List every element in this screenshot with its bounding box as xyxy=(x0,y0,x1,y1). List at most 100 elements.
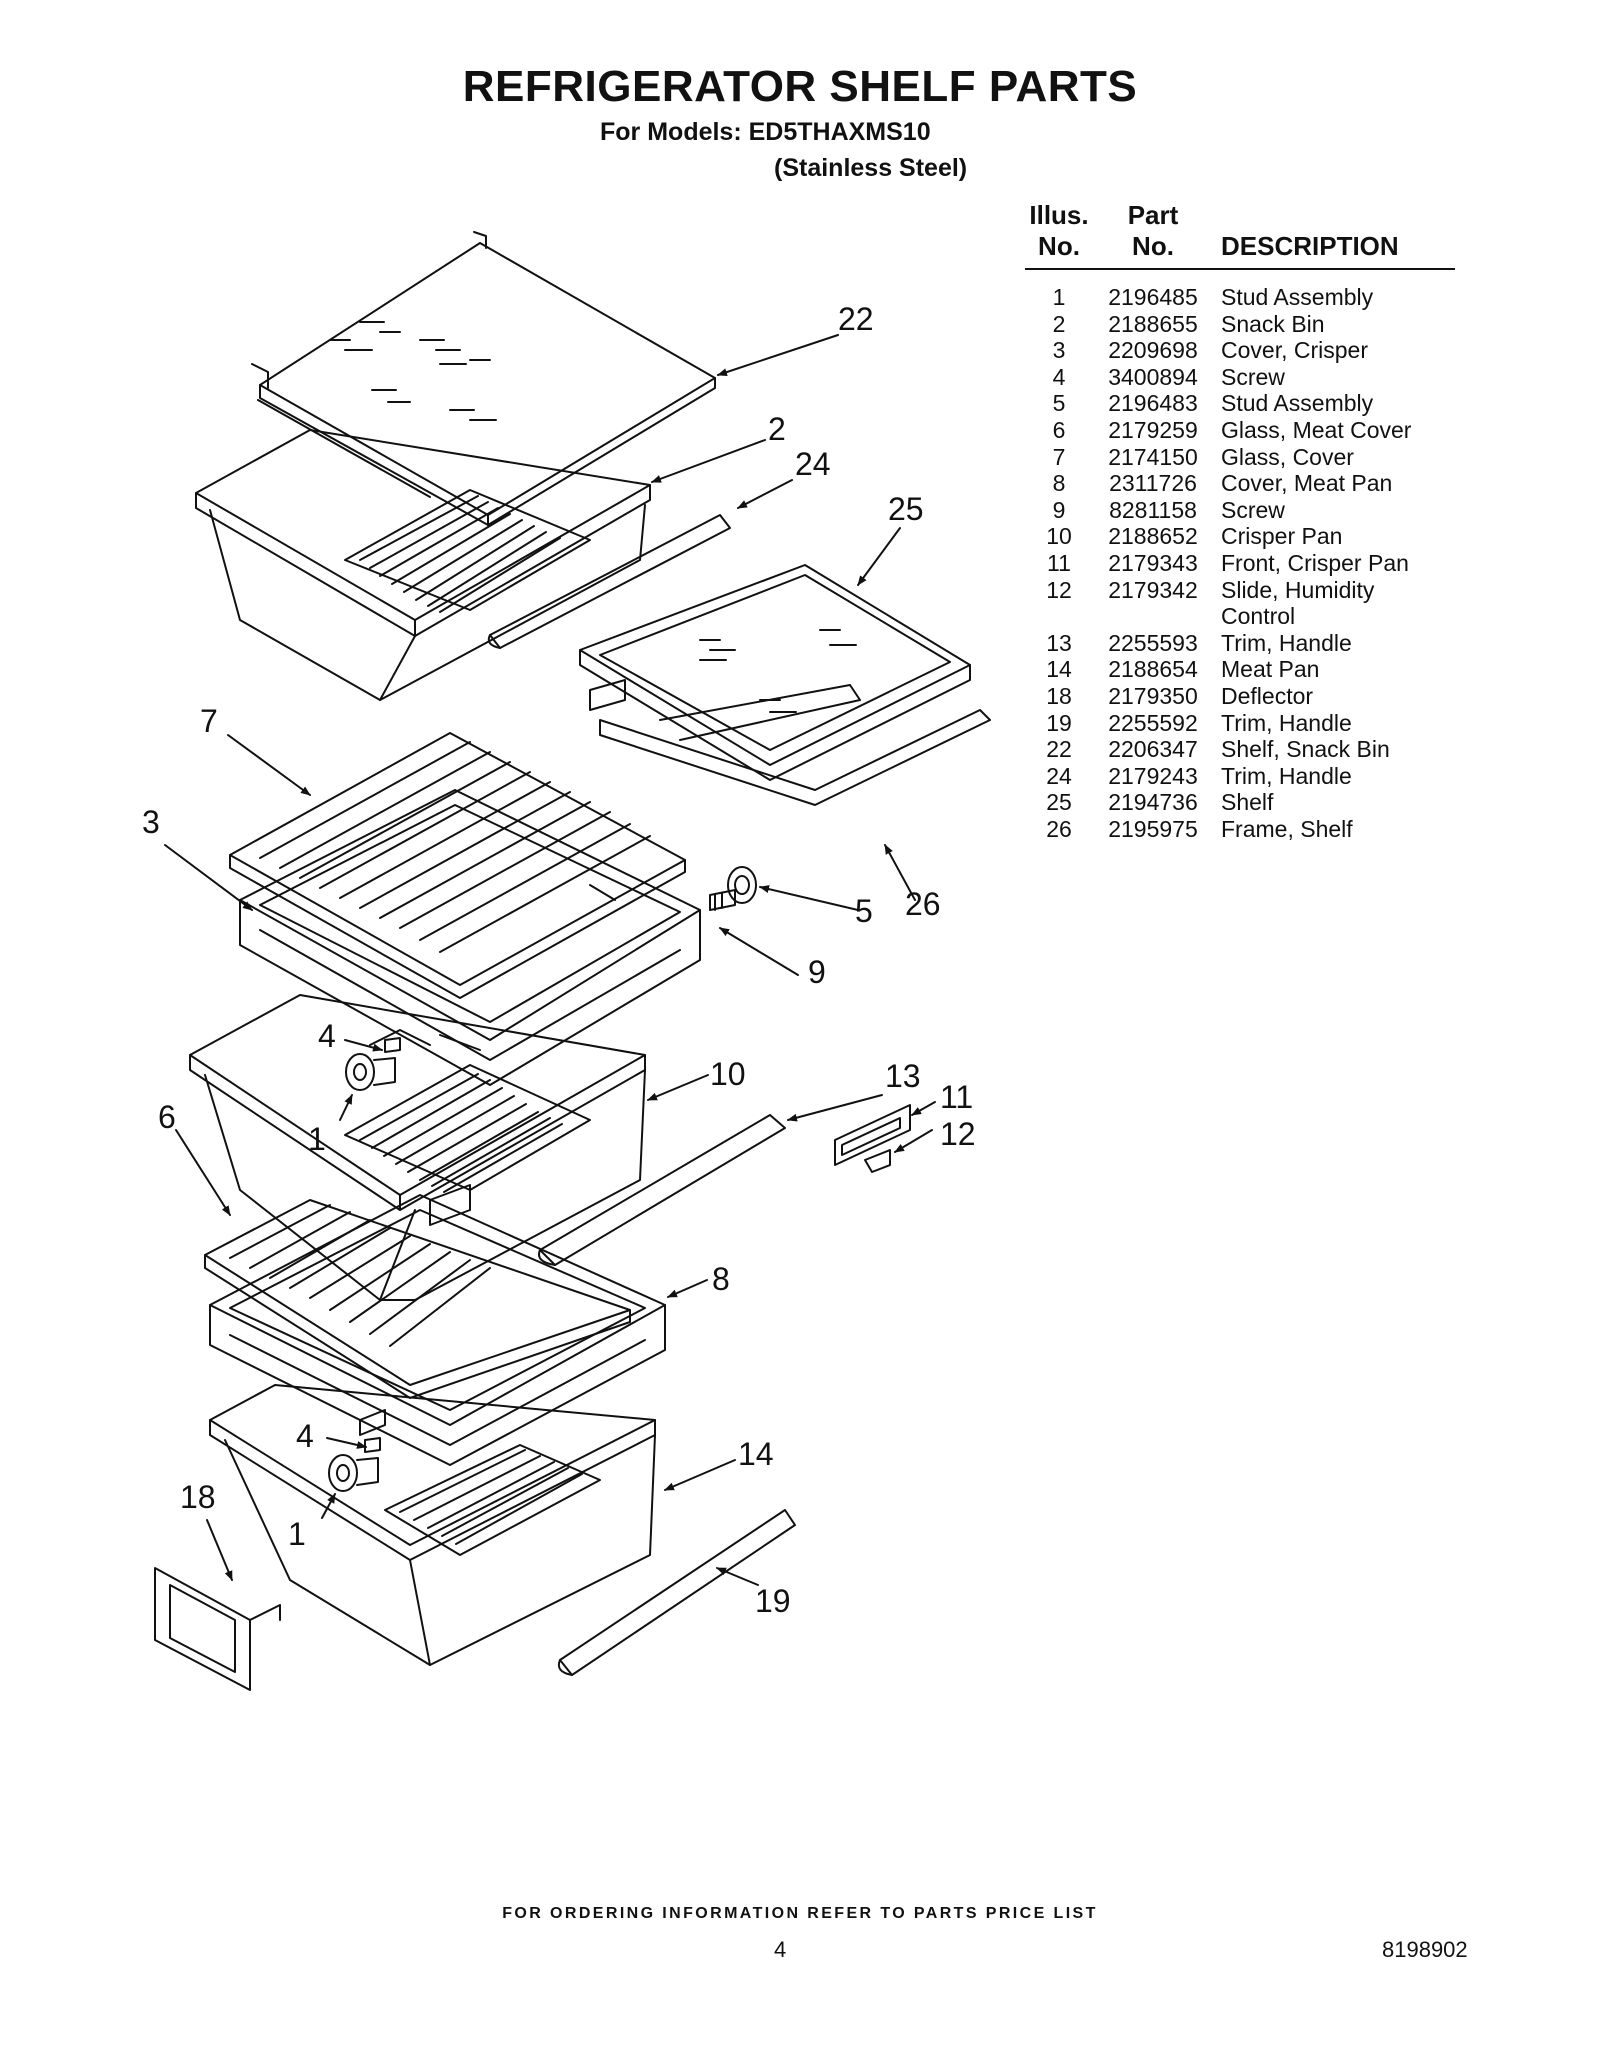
callout-7: 7 xyxy=(200,703,218,739)
part-no-cell-text: 2255593 xyxy=(1108,629,1198,656)
callout-1-lower: 1 xyxy=(288,1516,306,1552)
illus-no-cell: 1 xyxy=(1025,284,1093,311)
callout-5: 5 xyxy=(855,893,873,929)
description-cell-text: Cover, Crisper xyxy=(1221,337,1368,364)
crisper-pan-drawing xyxy=(189,994,646,1301)
cover-glass-drawing xyxy=(229,732,686,999)
description-cell-text: Glass, Cover xyxy=(1221,443,1354,470)
illus-no-cell: 22 xyxy=(1025,736,1093,763)
description-cell: Glass, Cover xyxy=(1213,444,1455,471)
part-no-cell: 2174150 xyxy=(1093,444,1213,471)
description-cell: Frame, Shelf xyxy=(1213,816,1455,843)
part-no-cell-text: 2196483 xyxy=(1108,390,1198,417)
part-no-cell: 2188655 xyxy=(1093,311,1213,338)
description-cell-text: Trim, Handle xyxy=(1221,629,1352,656)
description-cell-text: Screw xyxy=(1221,363,1285,390)
part-no-cell-text: 3400894 xyxy=(1108,363,1198,390)
part-no-cell-text: 2311726 xyxy=(1109,470,1197,497)
description-cell-text: Stud Assembly xyxy=(1221,390,1374,417)
part-no-cell-text: 2195975 xyxy=(1108,815,1198,842)
header-illus-no: Illus. No. xyxy=(1025,200,1093,270)
illus-no-cell-text: 4 xyxy=(1052,363,1066,390)
part-no-cell-text: 2188654 xyxy=(1108,656,1198,683)
part-no-cell-text: 2188652 xyxy=(1108,523,1198,550)
description-cell: Trim, Handle xyxy=(1213,710,1455,737)
description-cell: Deflector xyxy=(1213,683,1455,710)
description-cell: Stud Assembly xyxy=(1213,284,1455,311)
illus-no-cell: 25 xyxy=(1025,789,1093,816)
part-no-cell: 2209698 xyxy=(1093,337,1213,364)
callout-12: 12 xyxy=(940,1116,976,1152)
callout-25: 25 xyxy=(888,491,924,527)
illus-no-cell: 4 xyxy=(1025,364,1093,391)
description-cell: Snack Bin xyxy=(1213,311,1455,338)
description-cell: Cover, Crisper xyxy=(1213,337,1455,364)
part-no-cell: 2311726 xyxy=(1093,470,1213,497)
table-header-row: Illus. No. Part No. DESCRIPTION xyxy=(1025,200,1455,270)
table-row: 5 2196483 Stud Assembly xyxy=(1025,390,1455,417)
description-cell-text: Shelf xyxy=(1221,789,1274,816)
part-no-cell: 2179259 xyxy=(1093,417,1213,444)
description-cell-text: Cover, Meat Pan xyxy=(1221,470,1393,497)
illus-no-cell: 8 xyxy=(1025,470,1093,497)
snack-bin-drawing xyxy=(195,429,651,701)
page-title: REFRIGERATOR SHELF PARTS xyxy=(462,62,1138,111)
illus-no-cell: 18 xyxy=(1025,683,1093,710)
part-no-cell: 2196485 xyxy=(1093,284,1213,311)
callout-4-upper: 4 xyxy=(318,1018,336,1054)
callout-18: 18 xyxy=(180,1479,216,1515)
part-no-cell-text: 2179259 xyxy=(1108,416,1198,443)
part-no-cell: 3400894 xyxy=(1093,364,1213,391)
illus-no-cell: 26 xyxy=(1025,816,1093,843)
description-cell-text: Deflector xyxy=(1221,682,1314,709)
crisper-front-slide-drawing xyxy=(834,1104,911,1173)
illus-no-cell: 5 xyxy=(1025,390,1093,417)
part-no-cell: 2188652 xyxy=(1093,523,1213,550)
shelf-snack-bin-drawing xyxy=(251,231,716,526)
part-no-cell-text: 2188655 xyxy=(1108,310,1198,337)
part-no-cell: 2179342 xyxy=(1093,577,1213,630)
callout-3: 3 xyxy=(142,804,160,840)
callout-4-lower: 4 xyxy=(296,1418,314,1454)
table-row: 4 3400894 Screw xyxy=(1025,364,1455,391)
callout-19: 19 xyxy=(755,1583,791,1619)
illus-no-cell: 12 xyxy=(1025,577,1093,630)
table-row: 8 2311726 Cover, Meat Pan xyxy=(1025,470,1455,497)
part-no-cell-text: 2179350 xyxy=(1108,682,1198,709)
trim-handle-13-drawing xyxy=(538,1114,786,1266)
header-part-line2: No. xyxy=(1132,231,1174,261)
callout-26: 26 xyxy=(905,886,941,922)
callout-1-upper: 1 xyxy=(308,1121,326,1157)
illus-no-cell-text: 14 xyxy=(1046,656,1072,683)
illus-no-cell: 11 xyxy=(1025,550,1093,577)
part-no-cell: 2255593 xyxy=(1093,630,1213,657)
part-no-cell-text: 2206347 xyxy=(1108,736,1198,763)
stud-screw-lower-drawing xyxy=(328,1437,381,1492)
description-cell-text: Shelf, Snack Bin xyxy=(1221,736,1390,763)
description-cell-text: Slide, Humidity xyxy=(1221,576,1375,603)
header-illus-line1: Illus. xyxy=(1029,200,1089,230)
page-number: 4 xyxy=(774,1937,787,1962)
description-cell-text: Trim, Handle xyxy=(1221,709,1352,736)
shelf-and-frame-drawing xyxy=(579,564,991,806)
illus-no-cell: 14 xyxy=(1025,656,1093,683)
illus-no-cell-text: 25 xyxy=(1046,789,1072,816)
meat-pan-drawing xyxy=(209,1384,656,1666)
description-cell: Trim, Handle xyxy=(1213,763,1455,790)
description-cell: Screw xyxy=(1213,497,1455,524)
model-variant: (Stainless Steel) xyxy=(774,154,968,182)
header-part-line1: Part xyxy=(1127,200,1179,230)
illus-no-cell-text: 8 xyxy=(1052,470,1066,497)
description-cell: Stud Assembly xyxy=(1213,390,1455,417)
part-no-cell: 2179350 xyxy=(1093,683,1213,710)
description-cell: Glass, Meat Cover xyxy=(1213,417,1455,444)
part-no-cell-text: 2194736 xyxy=(1108,789,1198,816)
callout-numbers: 22 2 24 25 7 3 5 26 9 4 10 13 11 12 6 1 … xyxy=(142,301,976,1619)
